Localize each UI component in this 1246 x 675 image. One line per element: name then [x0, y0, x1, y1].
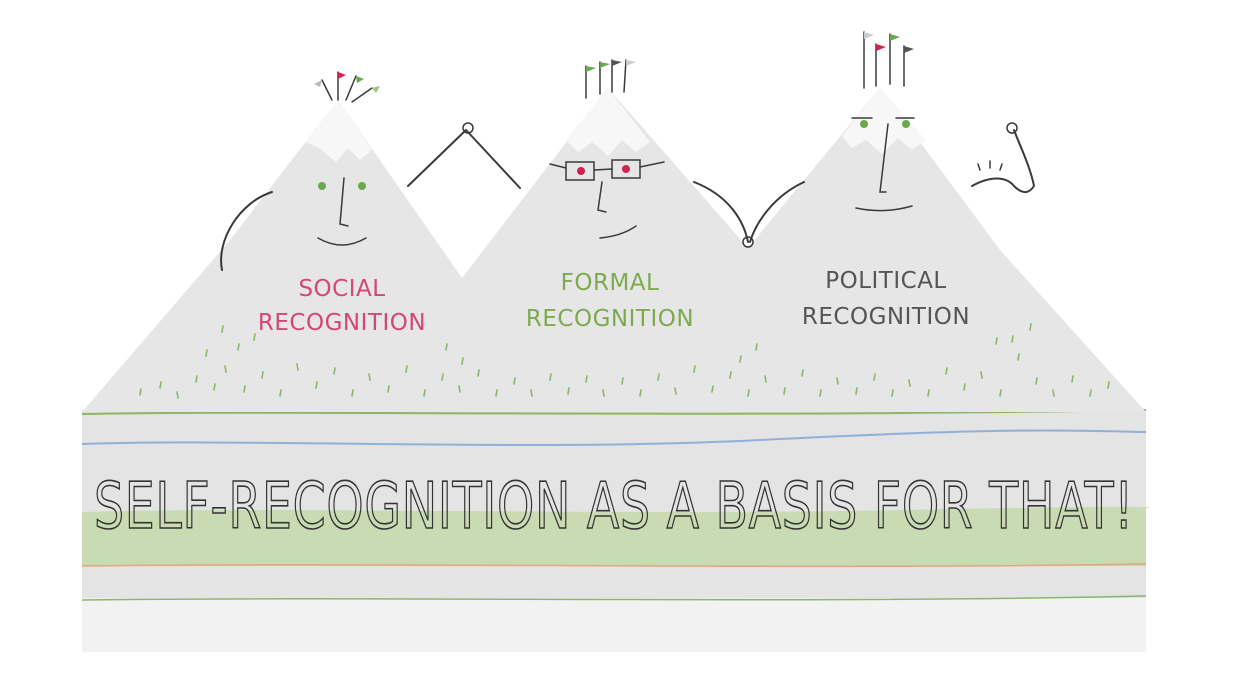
flag-icon	[889, 33, 900, 85]
flag-icon	[875, 43, 886, 87]
eye-icon	[902, 120, 910, 128]
ground-lower-strip	[82, 598, 1146, 652]
label-political-line1: POLITICAL	[825, 268, 947, 294]
base-text: SELF-RECOGNITION AS A BASIS FOR THAT!	[94, 470, 1134, 544]
hand	[742, 236, 754, 248]
nose	[879, 123, 889, 193]
arms	[220, 122, 1035, 271]
grass-line	[81, 409, 1147, 415]
eye-icon	[358, 182, 366, 190]
flags-formal	[585, 59, 636, 99]
grass-dots	[139, 323, 1110, 399]
flag-icon	[585, 65, 596, 99]
face-political	[851, 117, 915, 212]
flags-social	[314, 71, 380, 103]
label-formal-line1: FORMAL	[561, 270, 660, 296]
flag-icon	[345, 75, 364, 101]
glasses-icon	[549, 159, 665, 181]
flag-icon	[351, 86, 380, 103]
arm-icon	[693, 181, 749, 243]
eye-icon	[318, 182, 326, 190]
nose	[597, 181, 607, 213]
flag-icon	[599, 61, 610, 95]
mouth	[599, 225, 637, 239]
label-social-line2: RECOGNITION	[258, 310, 426, 336]
eye-icon	[860, 120, 868, 128]
label-social-line1: SOCIAL	[298, 276, 385, 302]
flag-icon	[337, 71, 346, 101]
snow-cap-political	[842, 88, 926, 154]
face-social	[317, 177, 367, 246]
flags-political	[863, 31, 914, 89]
mouth	[317, 237, 367, 246]
ground-layers	[81, 409, 1150, 652]
arm-icon	[749, 181, 805, 243]
green-band	[82, 506, 1150, 566]
mouth	[855, 205, 913, 212]
flag-icon	[623, 59, 636, 93]
face-formal	[549, 159, 665, 239]
flag-icon	[314, 79, 333, 101]
mountain-range	[82, 88, 1146, 412]
arm-icon	[407, 129, 521, 189]
mountain-range-shape	[82, 88, 1146, 412]
eye-icon	[577, 167, 585, 175]
label-political-line2: RECOGNITION	[802, 304, 970, 330]
blue-line	[81, 429, 1147, 447]
snow-cap-social	[306, 100, 372, 162]
snow-cap-formal	[566, 88, 650, 156]
nose	[339, 177, 349, 227]
label-formal-line2: RECOGNITION	[526, 306, 694, 332]
eye-icon	[622, 165, 630, 173]
arm-icon	[220, 191, 273, 271]
flag-icon	[863, 31, 874, 89]
flex-arm-icon	[971, 122, 1035, 193]
flag-icon	[611, 59, 622, 93]
orange-line	[81, 563, 1147, 568]
green-bottom-line	[81, 595, 1147, 601]
hand	[462, 122, 474, 134]
flag-icon	[903, 45, 914, 87]
